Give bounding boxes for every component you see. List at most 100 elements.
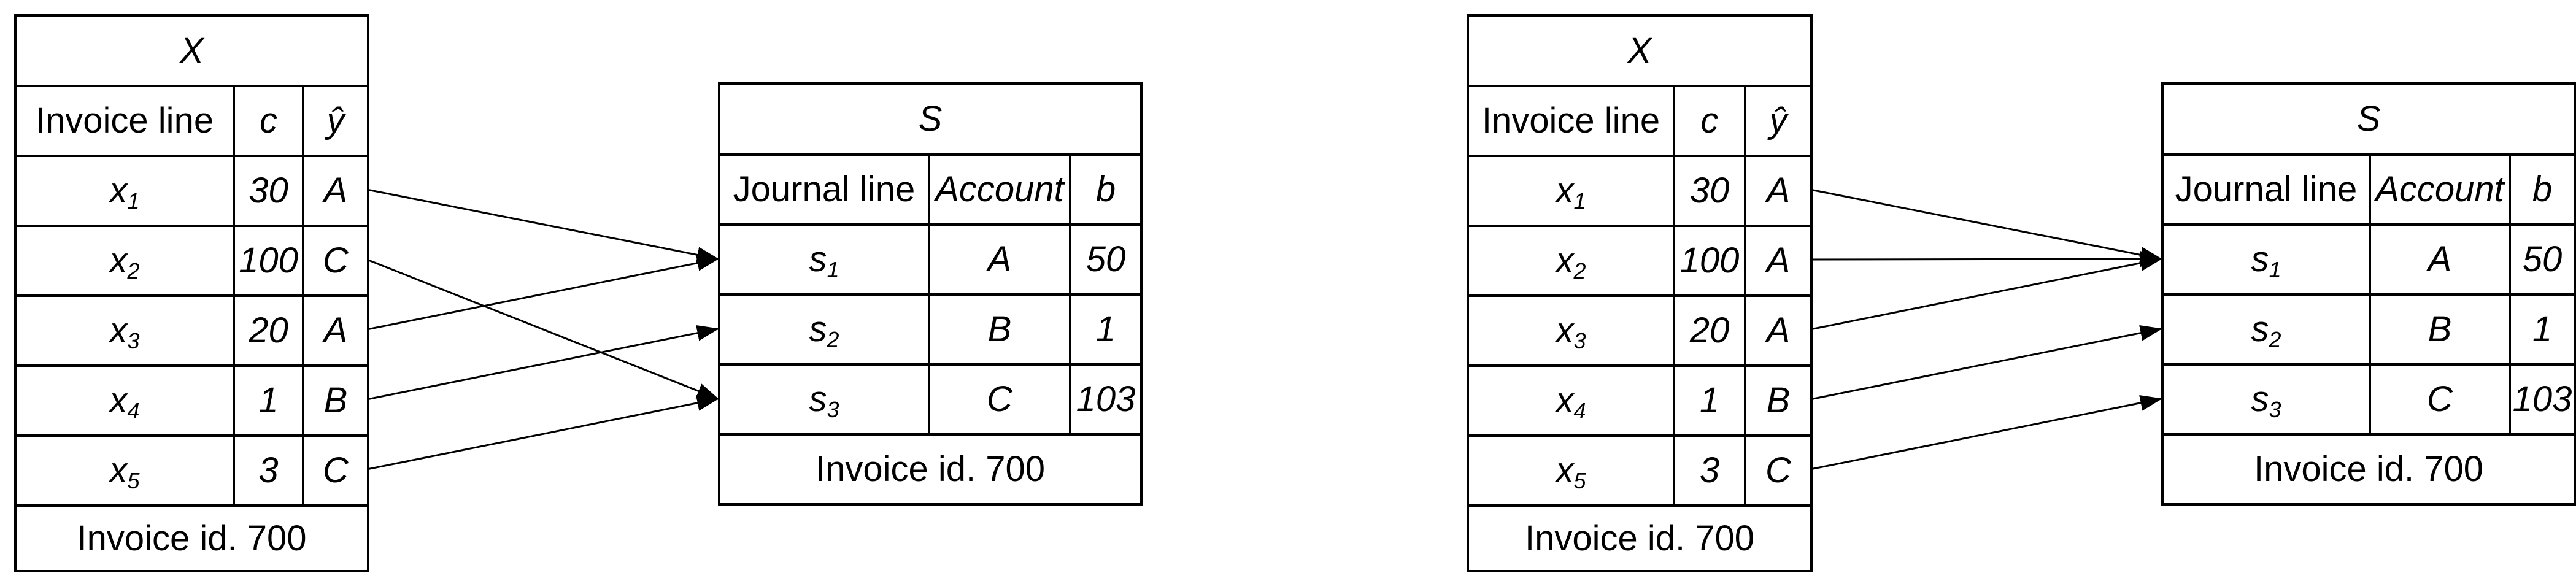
table-row: x2 100 A <box>1467 225 1813 297</box>
table-row: x1 30 A <box>1467 155 1813 227</box>
invoice-table-right: X Invoice line c ŷ x1 30 A x2 100 A x3 2… <box>1467 14 1813 572</box>
column-header-invoice-line: Invoice line <box>14 85 235 157</box>
column-header-c: c <box>1673 85 1746 157</box>
table-row: x3 20 A <box>1467 294 1813 367</box>
column-header-c: c <box>233 85 304 157</box>
table-footer: Invoice id. 700 <box>14 504 369 572</box>
id-subscript: 3 <box>1573 328 1586 354</box>
cost-value: 3 <box>233 434 304 507</box>
cost-value: 3 <box>1673 434 1746 507</box>
table-row: x4 1 B <box>14 364 369 437</box>
cost-value: 20 <box>1673 294 1746 367</box>
mapping-arrow <box>1810 325 2162 401</box>
column-header-b: b <box>1069 153 1143 226</box>
invoice-line-id: x5 <box>1467 434 1675 507</box>
table-title: X <box>14 14 369 87</box>
table-row: Invoice id. 700 <box>14 504 369 572</box>
id-base: x <box>1556 450 1574 490</box>
id-base: s <box>809 379 827 419</box>
mapping-arrow <box>366 255 719 331</box>
column-header-yhat: ŷ <box>302 85 369 157</box>
mapping-arrow <box>366 258 719 400</box>
cost-value: 1 <box>233 364 304 437</box>
invoice-line-id: x4 <box>1467 364 1675 437</box>
invoice-line-id: x1 <box>1467 155 1675 227</box>
account-value: B <box>2369 293 2511 366</box>
journal-line-id: s3 <box>718 363 930 436</box>
id-subscript: 1 <box>827 257 839 283</box>
id-subscript: 1 <box>2269 257 2281 283</box>
id-base: x <box>109 240 128 280</box>
table-title: S <box>718 82 1143 156</box>
predicted-account: A <box>1744 155 1813 227</box>
balance-value: 103 <box>1069 363 1143 436</box>
table-row: x5 3 C <box>14 434 369 507</box>
id-base: x <box>1556 380 1574 420</box>
table-row: x1 30 A <box>14 155 369 227</box>
predicted-account: C <box>1744 434 1813 507</box>
id-subscript: 4 <box>127 398 140 424</box>
table-row: x5 3 C <box>1467 434 1813 507</box>
id-subscript: 3 <box>827 397 839 423</box>
id-subscript: 5 <box>1573 468 1586 494</box>
table-row: s2 B 1 <box>2161 293 2576 366</box>
id-subscript: 2 <box>127 258 140 284</box>
predicted-account: A <box>302 294 369 367</box>
table-row: Invoice id. 700 <box>718 433 1143 506</box>
table-row: Invoice id. 700 <box>2161 433 2576 506</box>
invoice-line-id: x2 <box>1467 225 1675 297</box>
id-base: s <box>809 239 827 279</box>
invoice-table-left: X Invoice line c ŷ x1 30 A x2 100 C x3 2… <box>14 14 369 572</box>
table-row: s3 C 103 <box>2161 363 2576 436</box>
id-subscript: 1 <box>1573 188 1586 214</box>
balance-value: 50 <box>2509 223 2576 296</box>
mapping-arrow <box>366 188 719 263</box>
table-row: x4 1 B <box>1467 364 1813 437</box>
journal-table-left: S Journal line Account b s1 A 50 s2 B 1 … <box>718 82 1143 506</box>
journal-line-id: s2 <box>718 293 930 366</box>
id-base: x <box>109 380 128 420</box>
journal-line-id: s2 <box>2161 293 2371 366</box>
table-row: s3 C 103 <box>718 363 1143 436</box>
table-row: S <box>2161 82 2576 156</box>
table-row: s1 A 50 <box>2161 223 2576 296</box>
arrow-group-left <box>366 188 719 471</box>
table-footer: Invoice id. 700 <box>1467 504 1813 572</box>
column-header-b: b <box>2509 153 2576 226</box>
column-header-journal-line: Journal line <box>2161 153 2371 226</box>
journal-line-id: s3 <box>2161 363 2371 436</box>
table-row: s1 A 50 <box>718 223 1143 296</box>
invoice-line-id: x3 <box>14 294 235 367</box>
invoice-line-id: x4 <box>14 364 235 437</box>
column-header-account: Account <box>928 153 1071 226</box>
mapping-arrow <box>1810 394 2162 471</box>
balance-value: 1 <box>2509 293 2576 366</box>
invoice-line-id: x1 <box>14 155 235 227</box>
balance-value: 50 <box>1069 223 1143 296</box>
id-subscript: 1 <box>127 188 140 214</box>
mapping-arrow <box>1810 255 2162 331</box>
table-row: Invoice line c ŷ <box>14 85 369 157</box>
predicted-account: A <box>302 155 369 227</box>
table-title: X <box>1467 14 1813 87</box>
id-base: s <box>2251 309 2269 349</box>
account-value: C <box>2369 363 2511 436</box>
balance-value: 103 <box>2509 363 2576 436</box>
predicted-account: A <box>1744 225 1813 297</box>
column-header-yhat: ŷ <box>1744 85 1813 157</box>
predicted-account: B <box>302 364 369 437</box>
predicted-account: A <box>1744 294 1813 367</box>
id-base: x <box>109 310 128 350</box>
cost-value: 20 <box>233 294 304 367</box>
journal-line-id: s1 <box>718 223 930 296</box>
id-subscript: 2 <box>2269 327 2281 353</box>
account-value: B <box>928 293 1071 366</box>
cost-value: 100 <box>1673 225 1746 297</box>
table-row: X <box>14 14 369 87</box>
balance-value: 1 <box>1069 293 1143 366</box>
column-header-invoice-line: Invoice line <box>1467 85 1675 157</box>
column-header-account: Account <box>2369 153 2511 226</box>
id-base: x <box>109 450 128 490</box>
mapping-arrow <box>366 394 719 471</box>
